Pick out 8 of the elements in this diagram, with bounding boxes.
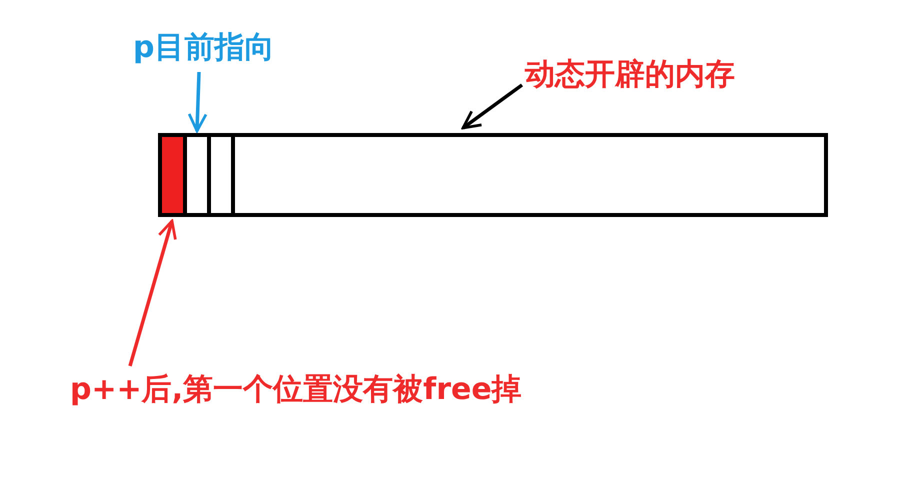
arrow	[462, 84, 524, 130]
arrow	[128, 220, 177, 366]
annotation-text: 动态开辟的内存	[525, 55, 777, 97]
annotation-text: p++后,第一个位置没有被free掉	[70, 370, 582, 412]
memory-cell	[162, 137, 187, 213]
arrow	[188, 72, 208, 132]
annotation-text: p目前指向	[133, 28, 299, 70]
memory-bar	[158, 133, 828, 217]
